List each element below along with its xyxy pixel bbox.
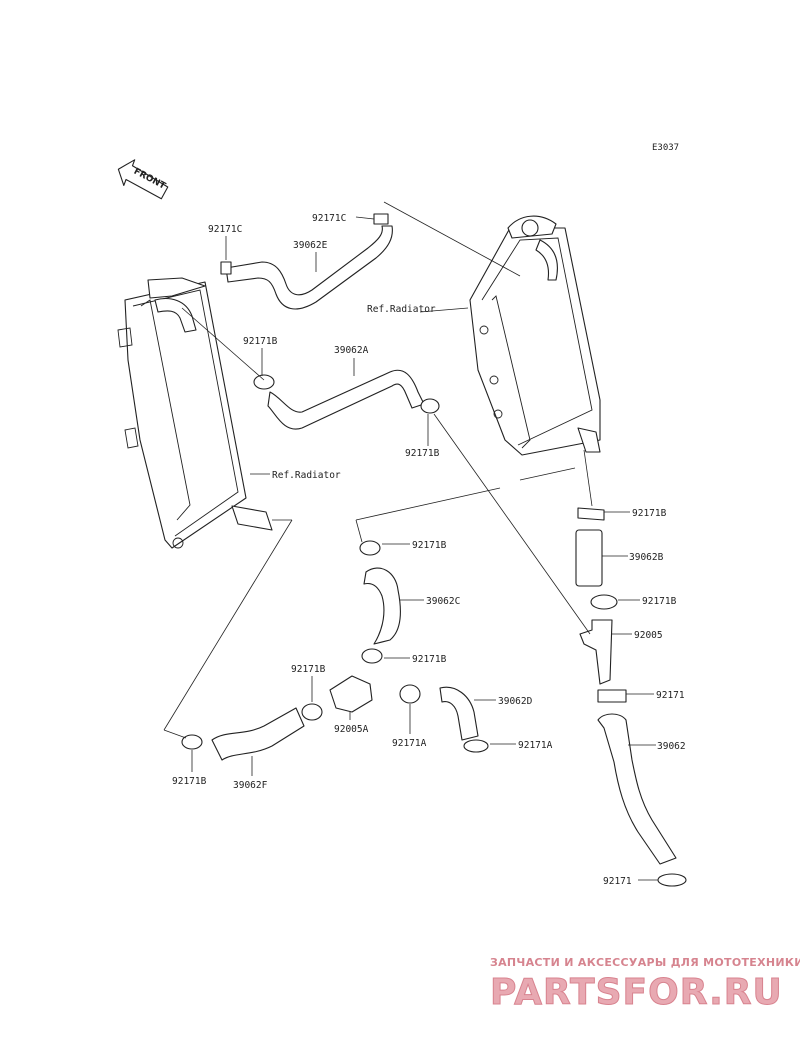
label-92171-bottom: 92171 bbox=[603, 876, 632, 887]
hose-39062A bbox=[267, 369, 425, 430]
clamp-92171A-a bbox=[399, 684, 421, 704]
hose-39062F bbox=[211, 707, 305, 761]
leader-lines bbox=[163, 201, 658, 881]
watermark: ЗАПЧАСТИ И АКСЕССУАРЫ ДЛЯ МОТОТЕХНИКИ PA… bbox=[490, 956, 800, 1014]
hose-39062 bbox=[597, 713, 677, 865]
label-39062C: 39062C bbox=[426, 596, 460, 607]
left-radiator bbox=[117, 277, 273, 549]
joint-92005 bbox=[579, 619, 613, 685]
watermark-tagline: ЗАПЧАСТИ И АКСЕССУАРЫ ДЛЯ МОТОТЕХНИКИ bbox=[490, 956, 800, 969]
label-92171B-e: 92171B bbox=[291, 664, 326, 675]
joint-92005A bbox=[329, 675, 373, 713]
hose-39062D bbox=[439, 686, 479, 741]
label-92171B-right1: 92171B bbox=[632, 508, 667, 519]
label-92171B-f: 92171B bbox=[172, 776, 207, 787]
watermark-brand: PARTSFOR.RU bbox=[490, 972, 783, 1013]
clamp-92171-bottom bbox=[657, 873, 687, 887]
clamp-92171B-b bbox=[420, 398, 440, 414]
clamp-92171B-c bbox=[359, 540, 381, 556]
label-92171A-b: 92171A bbox=[518, 740, 553, 751]
clamp-92171C-left bbox=[220, 261, 232, 275]
label-39062E: 39062E bbox=[293, 240, 328, 251]
hose-39062B bbox=[575, 529, 603, 587]
label-92171B-right2: 92171B bbox=[642, 596, 677, 607]
right-radiator bbox=[469, 215, 601, 456]
label-39062B: 39062B bbox=[629, 552, 664, 563]
label-92171C-left: 92171C bbox=[208, 224, 242, 235]
hose-39062E bbox=[225, 225, 393, 310]
label-92171A-a: 92171A bbox=[392, 738, 427, 749]
label-92171C-top: 92171C bbox=[312, 213, 346, 224]
clamp-92171B-a bbox=[253, 374, 275, 390]
label-92171B-c: 92171B bbox=[412, 540, 447, 551]
front-arrow-icon: FRONT bbox=[117, 159, 169, 200]
clamp-92171B-e bbox=[301, 703, 323, 721]
clamp-92171-mid bbox=[597, 689, 627, 703]
clamp-92171B-d bbox=[361, 648, 383, 664]
label-92005A: 92005A bbox=[334, 724, 369, 735]
label-92171B-b: 92171B bbox=[405, 448, 440, 459]
clamp-92171A-b bbox=[463, 739, 489, 753]
label-ref-radiator-left: Ref.Radiator bbox=[272, 470, 341, 481]
clamp-92171B-right2 bbox=[590, 594, 618, 610]
label-39062A: 39062A bbox=[334, 345, 369, 356]
label-39062F: 39062F bbox=[233, 780, 268, 791]
diagram-code: E3037 bbox=[652, 143, 679, 153]
clamp-92171B-f bbox=[181, 734, 203, 750]
label-92005: 92005 bbox=[634, 630, 663, 641]
label-92171-mid: 92171 bbox=[656, 690, 685, 701]
label-39062D: 39062D bbox=[498, 696, 533, 707]
hose-39062C bbox=[363, 567, 401, 645]
label-ref-radiator-right: Ref.Radiator bbox=[367, 304, 436, 315]
label-39062: 39062 bbox=[657, 741, 686, 752]
clamp-92171C-top bbox=[373, 213, 389, 225]
label-92171B-a: 92171B bbox=[243, 336, 278, 347]
clamp-92171B-right1 bbox=[577, 507, 605, 521]
label-92171B-d: 92171B bbox=[412, 654, 447, 665]
